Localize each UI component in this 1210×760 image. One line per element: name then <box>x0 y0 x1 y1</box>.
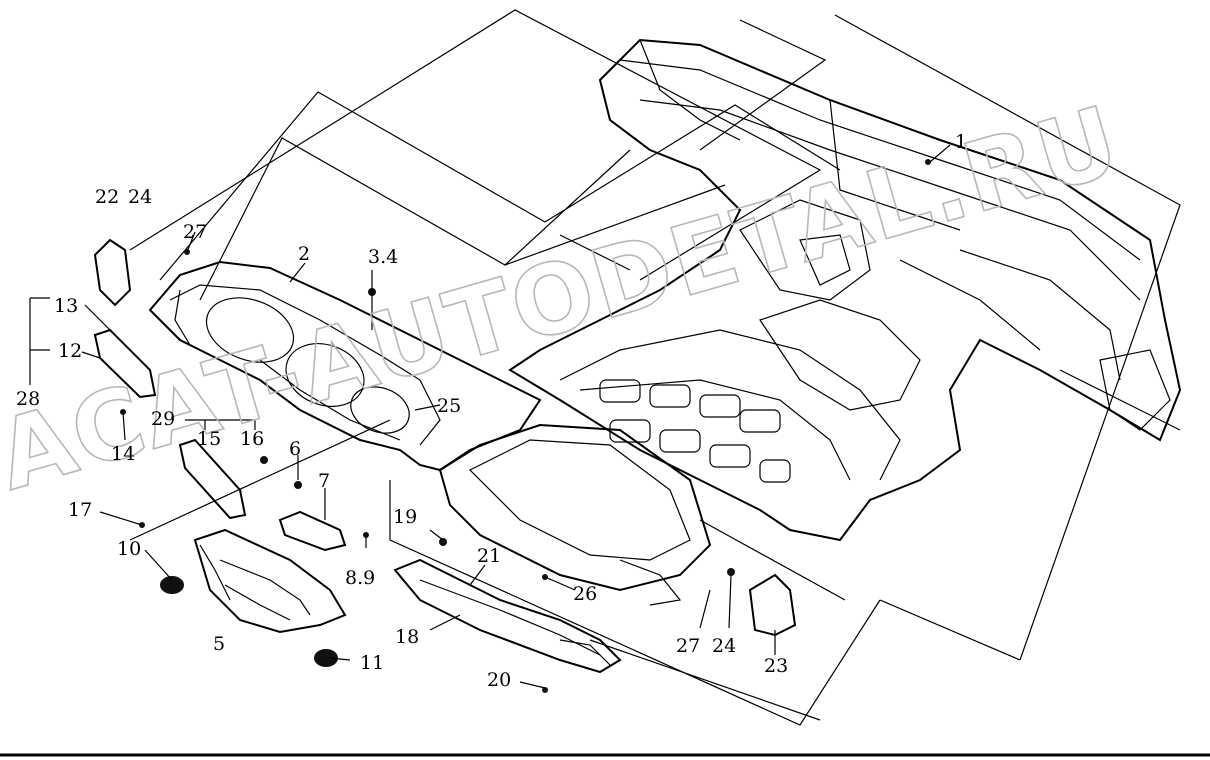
callout-5: 5 <box>213 633 225 655</box>
right-side-bracket <box>748 573 797 637</box>
callout-10: 10 <box>117 538 141 560</box>
callout-22: 22 <box>95 186 119 208</box>
callout-18: 18 <box>395 626 419 648</box>
callout-2: 2 <box>298 243 310 265</box>
callout-25: 25 <box>437 395 461 417</box>
callout-29: 29 <box>151 408 175 430</box>
callout-23: 23 <box>764 655 788 677</box>
lower-panel-assembly <box>438 423 712 606</box>
bracket-part-7 <box>278 510 347 552</box>
callout-7: 7 <box>318 470 330 492</box>
callout-1: 1 <box>955 131 967 153</box>
body-floor-assembly <box>508 38 1182 542</box>
callout-leaders <box>29 144 951 689</box>
callout-20: 20 <box>487 669 511 691</box>
instrument-panel <box>148 260 542 472</box>
callout-27-bottom: 27 <box>676 635 700 657</box>
lower-trim-strip <box>393 558 622 674</box>
callout-27-top: 27 <box>183 221 207 243</box>
callout-6: 6 <box>289 438 301 460</box>
callout-26: 26 <box>573 583 597 605</box>
center-console-bezel <box>193 528 347 634</box>
callout-16: 16 <box>240 428 264 450</box>
callout-15: 15 <box>197 428 221 450</box>
trim-strip-15-16 <box>178 438 247 520</box>
callout-12: 12 <box>58 340 82 362</box>
callout-19: 19 <box>393 506 417 528</box>
callout-28: 28 <box>16 388 40 410</box>
callout-3-4: 3.4 <box>368 246 398 268</box>
callout-13: 13 <box>54 295 78 317</box>
callout-labels: 1 2 3.4 25 22 24 27 13 12 28 29 15 16 14… <box>16 131 967 691</box>
callout-21: 21 <box>477 545 501 567</box>
callout-17: 17 <box>68 499 92 521</box>
callout-14: 14 <box>111 443 135 465</box>
explode-guide-lines <box>129 9 1181 726</box>
callout-11: 11 <box>360 652 384 674</box>
callout-8-9: 8.9 <box>345 567 375 589</box>
callout-24-bottom: 24 <box>712 635 736 657</box>
callout-24-top: 24 <box>128 186 152 208</box>
